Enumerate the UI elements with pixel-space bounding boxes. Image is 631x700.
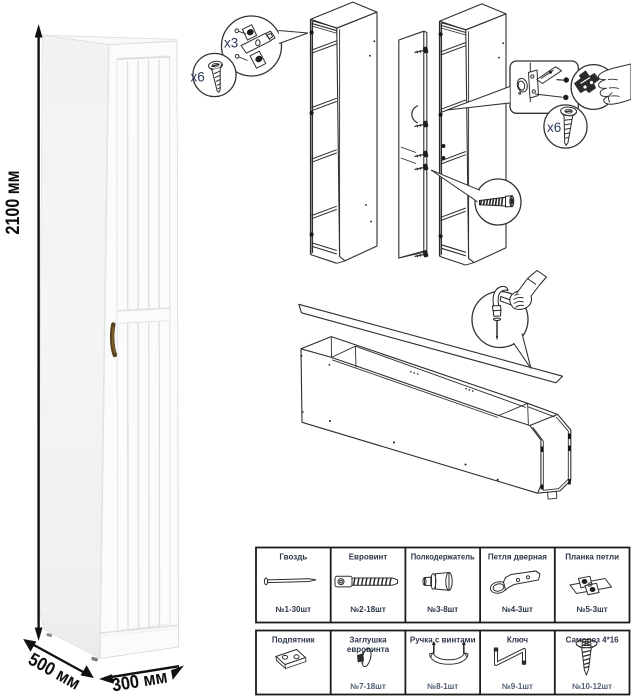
svg-text:№5-3шт: №5-3шт bbox=[577, 605, 608, 614]
svg-text:№3-8шт: №3-8шт bbox=[427, 605, 458, 614]
svg-text:Петля дверная: Петля дверная bbox=[488, 553, 547, 562]
svg-text:№2-18шт: №2-18шт bbox=[350, 605, 386, 614]
svg-text:Гвоздь: Гвоздь bbox=[279, 553, 307, 562]
svg-text:№1-30шт: №1-30шт bbox=[276, 605, 312, 614]
svg-text:Ключ: Ключ bbox=[507, 636, 528, 645]
svg-text:x3: x3 bbox=[224, 36, 238, 51]
svg-text:x6: x6 bbox=[191, 70, 205, 85]
svg-text:евровинта: евровинта bbox=[347, 645, 390, 654]
svg-text:Планка петли: Планка петли bbox=[565, 553, 619, 562]
svg-text:Подпятник: Подпятник bbox=[272, 636, 316, 645]
svg-text:Заглушка: Заглушка bbox=[349, 636, 387, 645]
svg-text:2100 мм: 2100 мм bbox=[2, 171, 24, 235]
svg-text:№9-1шт: №9-1шт bbox=[502, 682, 533, 691]
svg-text:№10-12шт: №10-12шт bbox=[572, 682, 612, 691]
svg-text:№4-3шт: №4-3шт bbox=[502, 605, 533, 614]
svg-text:№8-1шт: №8-1шт bbox=[427, 682, 458, 691]
svg-text:Полкодержатель: Полкодержатель bbox=[411, 553, 475, 562]
svg-text:x6: x6 bbox=[547, 120, 561, 135]
svg-text:Ручка с винтами: Ручка с винтами bbox=[410, 636, 476, 645]
svg-text:Евровинт: Евровинт bbox=[349, 553, 388, 562]
svg-text:№7-18шт: №7-18шт bbox=[350, 682, 386, 691]
